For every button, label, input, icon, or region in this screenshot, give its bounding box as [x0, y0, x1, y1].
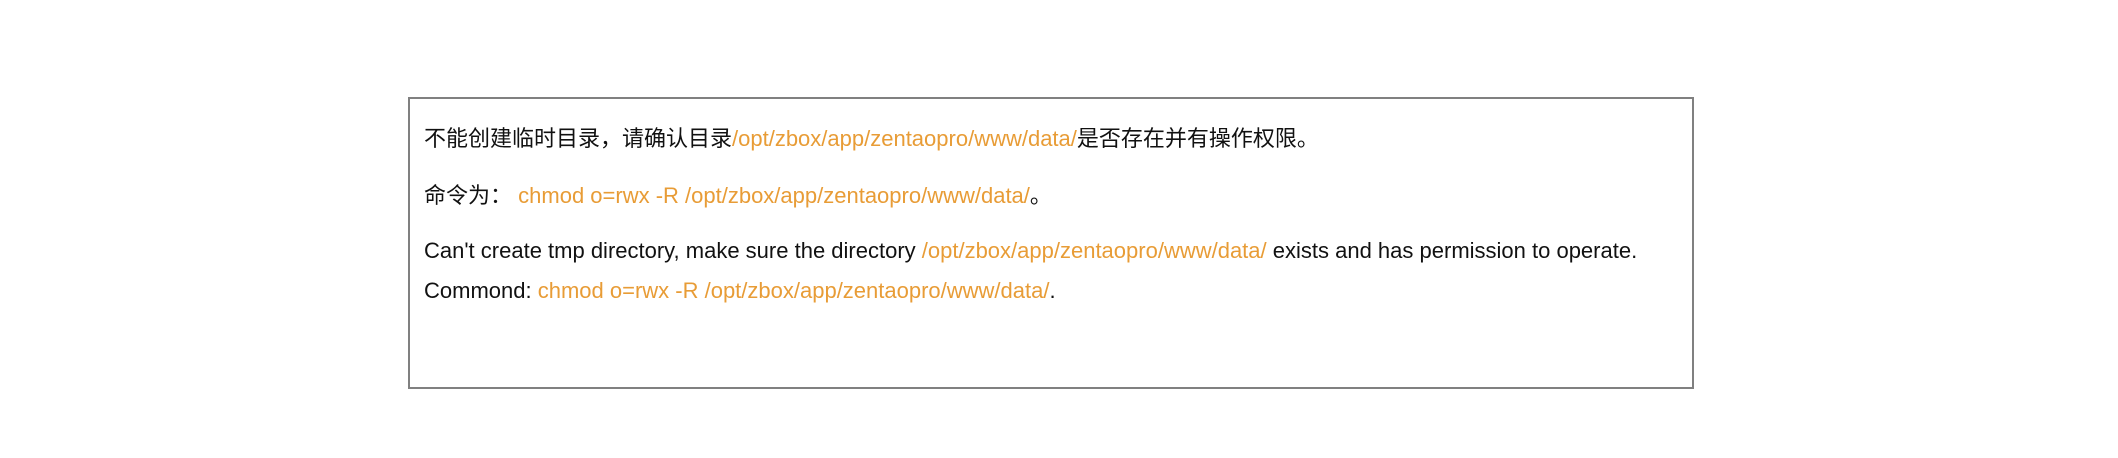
en-error-path: /opt/zbox/app/zentaopro/www/data/ — [921, 238, 1267, 263]
en-error-prefix: Can't create tmp directory, make sure th… — [424, 238, 922, 263]
error-message-box: 不能创建临时目录，请确认目录/opt/zbox/app/zentaopro/ww… — [408, 97, 1694, 389]
zh-error-text: 不能创建临时目录，请确认目录/opt/zbox/app/zentaopro/ww… — [424, 119, 1678, 159]
zh-command-label: 命令为： — [424, 183, 513, 208]
en-command: chmod o=rwx -R /opt/zbox/app/zentaopro/w… — [537, 278, 1050, 303]
en-error-text: Can't create tmp directory, make sure th… — [424, 231, 1678, 311]
zh-error-prefix: 不能创建临时目录，请确认目录 — [424, 126, 733, 151]
zh-error-path: /opt/zbox/app/zentaopro/www/data/ — [732, 126, 1077, 151]
en-error-suffix: exists and has permission to operate. — [1266, 238, 1638, 263]
zh-command-suffix: 。 — [1029, 183, 1052, 208]
zh-command-text: 命令为： chmod o=rwx -R /opt/zbox/app/zentao… — [424, 176, 1678, 216]
en-command-suffix: . — [1049, 278, 1056, 303]
zh-command: chmod o=rwx -R /opt/zbox/app/zentaopro/w… — [518, 183, 1030, 208]
en-command-label: Commond: — [424, 278, 538, 303]
zh-error-suffix: 是否存在并有操作权限。 — [1076, 126, 1319, 151]
